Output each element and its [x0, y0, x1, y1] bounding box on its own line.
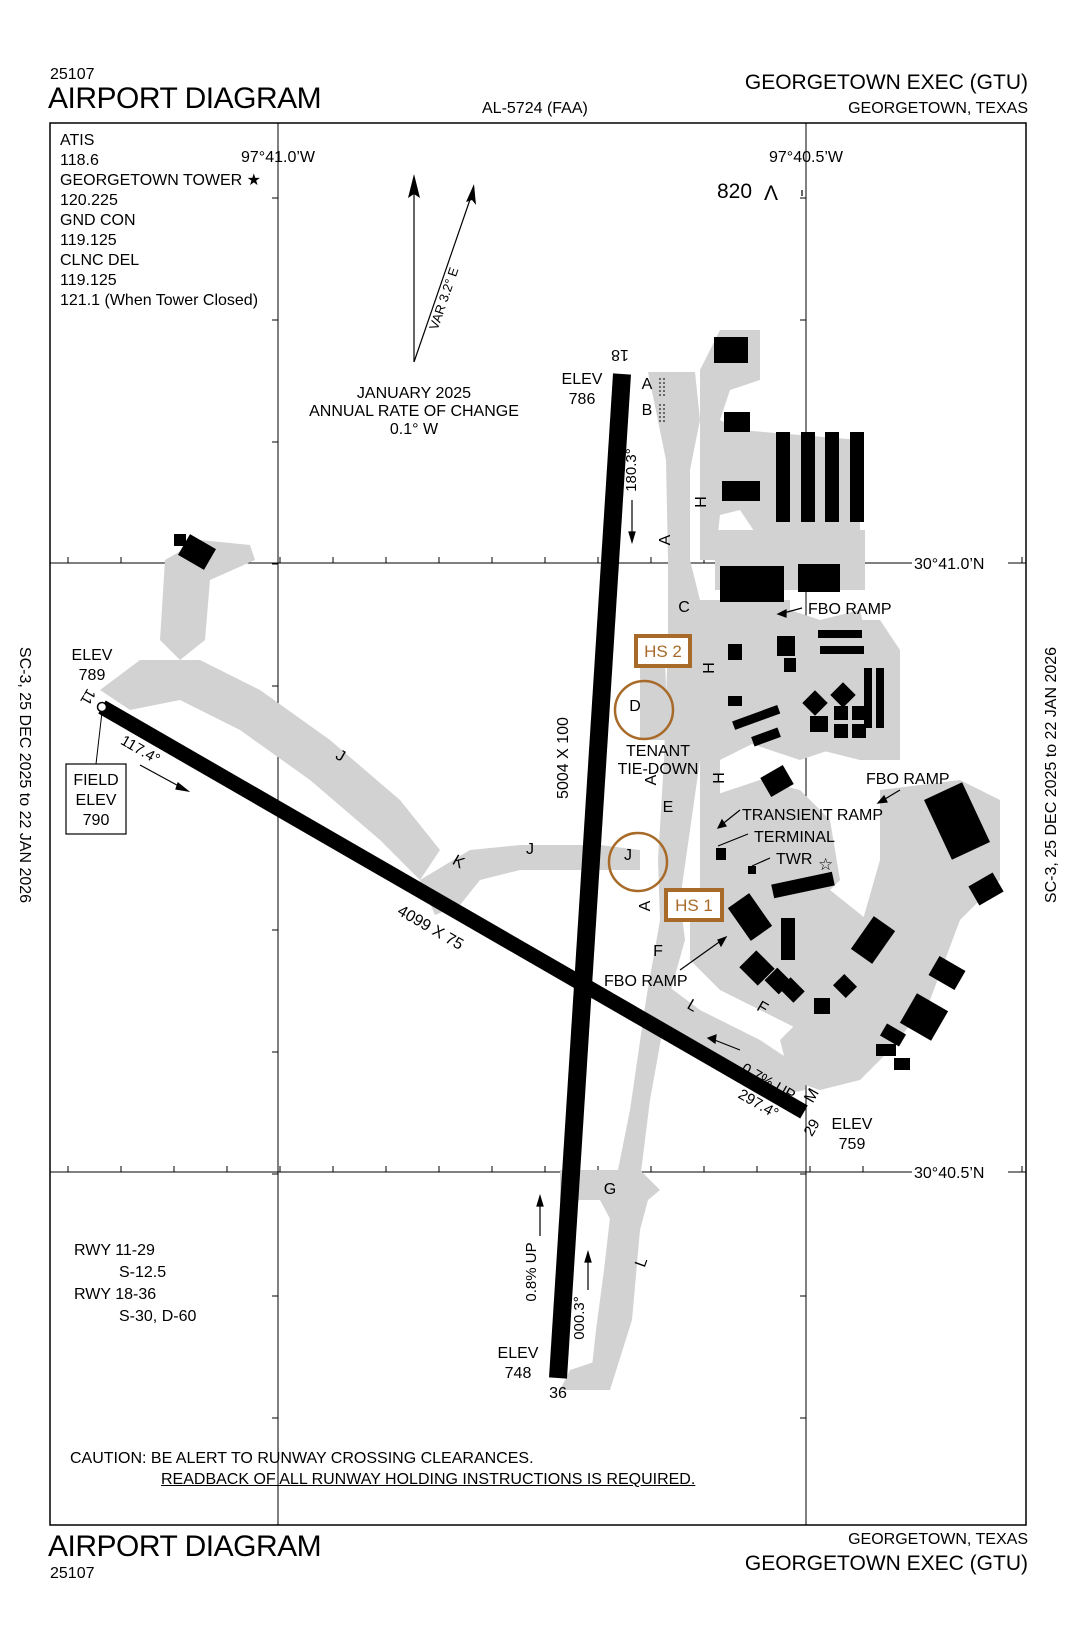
- hot-spot-circle-d: [613, 679, 675, 741]
- frequency-block: ATIS 118.6 GEORGETOWN TOWER ★ 120.225 GN…: [60, 131, 261, 311]
- procedure-number-top: 25107: [50, 66, 95, 83]
- taxiway-f-label-1: F: [653, 943, 663, 960]
- pavement: [100, 330, 1000, 1390]
- rwy29-number: 29: [801, 1116, 824, 1139]
- weight-bearing-value: S-30, D-60: [119, 1308, 197, 1325]
- rwy36-number: 36: [549, 1385, 567, 1402]
- field-elev-line2: ELEV: [76, 792, 117, 809]
- weight-bearing-runway: RWY 11-29: [74, 1242, 155, 1259]
- lat-long-grid: [50, 123, 1026, 1525]
- variation-rate-label: ANNUAL RATE OF CHANGE: [309, 403, 519, 420]
- variation-label: VAR 3.2° E: [426, 265, 461, 332]
- variation-date: JANUARY 2025: [357, 385, 471, 402]
- fbo-ramp-label-1: FBO RAMP: [808, 601, 892, 618]
- city-state-top: GEORGETOWN, TEXAS: [848, 100, 1028, 117]
- diagram-title-bottom: AIRPORT DIAGRAM: [48, 1530, 322, 1563]
- frequency-line: 119.125: [60, 272, 117, 289]
- weight-bearing-value: S-12.5: [119, 1264, 167, 1281]
- transient-ramp-label: TRANSIENT RAMP: [742, 807, 883, 824]
- latitude-north-label: 30°41.0’N: [914, 556, 984, 573]
- hot-spot-box-hs2: [634, 634, 692, 668]
- taxiway-a-label-2: A: [657, 534, 674, 545]
- rwy29-elev-value: 759: [839, 1136, 866, 1153]
- frequency-line: 121.1 (When Tower Closed): [60, 292, 259, 309]
- frequency-line: ATIS: [60, 132, 95, 149]
- rwy11-elev-label: ELEV: [72, 647, 113, 664]
- rwy11-elev-value: 789: [79, 667, 106, 684]
- field-elev-value: 790: [83, 812, 110, 829]
- taxiway-j-label-2: J: [526, 841, 534, 858]
- rwy11-number: 11: [76, 686, 99, 708]
- field-elevation-marker: [96, 701, 108, 713]
- rwy18-elev-value: 786: [569, 391, 596, 408]
- weight-bearing-runway: RWY 18-36: [74, 1286, 157, 1303]
- frequency-line: GND CON: [60, 212, 136, 229]
- fbo-ramp-label-3: FBO RAMP: [604, 973, 688, 990]
- frequency-line: 120.225: [60, 192, 118, 209]
- latitude-south-label: 30°40.5’N: [914, 1165, 984, 1182]
- taxiway-a-label-3: A: [643, 774, 660, 785]
- north-arrow: [408, 174, 476, 363]
- frequency-line: CLNC DEL: [60, 252, 140, 269]
- heading-arrows: [139, 500, 901, 1290]
- tower-label: TWR: [776, 851, 812, 868]
- hot-spot-circle-j: [607, 831, 669, 893]
- obstacle-elevation: 820: [717, 180, 752, 203]
- taxiway-g-label: G: [604, 1181, 616, 1198]
- runway-11-29: [98, 700, 808, 1119]
- taxiway-b-label: B: [642, 402, 653, 419]
- hold-short-markings: [659, 378, 665, 424]
- tower-symbol: ☆: [818, 855, 833, 874]
- hot-spot-label-hs1: HS 1: [675, 896, 713, 915]
- weight-bearing-block: RWY 11-29 S-12.5 RWY 18-36 S-30, D-60: [74, 1240, 196, 1328]
- fbo-ramp-label-2: FBO RAMP: [866, 771, 950, 788]
- taxiway-h-label-3: H: [711, 772, 728, 784]
- rwy36-heading: 000.3°: [571, 1296, 588, 1340]
- variation-rate-value: 0.1° W: [390, 421, 439, 438]
- runway-18-36: [549, 373, 631, 1379]
- rwy29-elev-label: ELEV: [832, 1116, 873, 1133]
- frequency-line: 119.125: [60, 232, 117, 249]
- frequency-line: 118.6: [60, 152, 99, 169]
- airport-name-bottom: GEORGETOWN EXEC (GTU): [744, 1552, 1028, 1575]
- taxiway-e-label: E: [663, 799, 674, 816]
- obstacle-symbol: Λ: [764, 182, 778, 205]
- diagram-frame: [49, 122, 1027, 1526]
- field-elev-line1: FIELD: [73, 772, 118, 789]
- rwy36-elev-value: 748: [505, 1365, 532, 1382]
- tenant-tiedown-label-2: TIE-DOWN: [618, 761, 699, 778]
- diagram-title-top: AIRPORT DIAGRAM: [48, 82, 322, 115]
- hot-spot-label-hs2: HS 2: [644, 642, 682, 661]
- rwy18-number: 18: [611, 346, 629, 363]
- taxiway-h-label-2: H: [701, 662, 718, 674]
- terminal-label: TERMINAL: [754, 829, 835, 846]
- rwy36-gradient: 0.8% UP: [523, 1242, 540, 1301]
- longitude-east-label: 97°40.5’W: [769, 149, 844, 166]
- hot-spot-box-hs1: [664, 888, 724, 922]
- taxiway-h-label-1: H: [693, 496, 710, 508]
- taxiway-d-label: D: [629, 698, 641, 715]
- rwy18-elev-label: ELEV: [562, 371, 603, 388]
- city-state-bottom: GEORGETOWN, TEXAS: [848, 1531, 1028, 1548]
- rwy18-36-dimensions: 5004 X 100: [555, 717, 572, 799]
- al-number: AL-5724 (FAA): [482, 100, 588, 117]
- taxiway-j-label-3: J: [624, 847, 632, 864]
- rwy36-elev-label: ELEV: [498, 1345, 539, 1362]
- caution-line-2: READBACK OF ALL RUNWAY HOLDING INSTRUCTI…: [161, 1471, 696, 1488]
- taxiway-c-label: C: [678, 599, 690, 616]
- longitude-west-label: 97°41.0’W: [241, 149, 316, 166]
- tenant-tiedown-label-1: TENANT: [626, 743, 690, 760]
- airport-name-top: GEORGETOWN EXEC (GTU): [744, 71, 1028, 94]
- taxiway-a-label-4: A: [637, 900, 654, 911]
- rwy18-heading: 180.3°: [623, 448, 640, 492]
- field-elevation-box: [65, 763, 127, 835]
- caution-line-1: CAUTION: BE ALERT TO RUNWAY CROSSING CLE…: [70, 1450, 534, 1467]
- frequency-line: GEORGETOWN TOWER ★: [60, 172, 262, 189]
- buildings: [174, 337, 1004, 1070]
- procedure-number-bottom: 25107: [50, 1565, 95, 1582]
- facility-labels: FBO RAMP FBO RAMP FBO RAMP TENANT TIE-DO…: [604, 601, 950, 990]
- taxiway-a-label: A: [642, 376, 653, 393]
